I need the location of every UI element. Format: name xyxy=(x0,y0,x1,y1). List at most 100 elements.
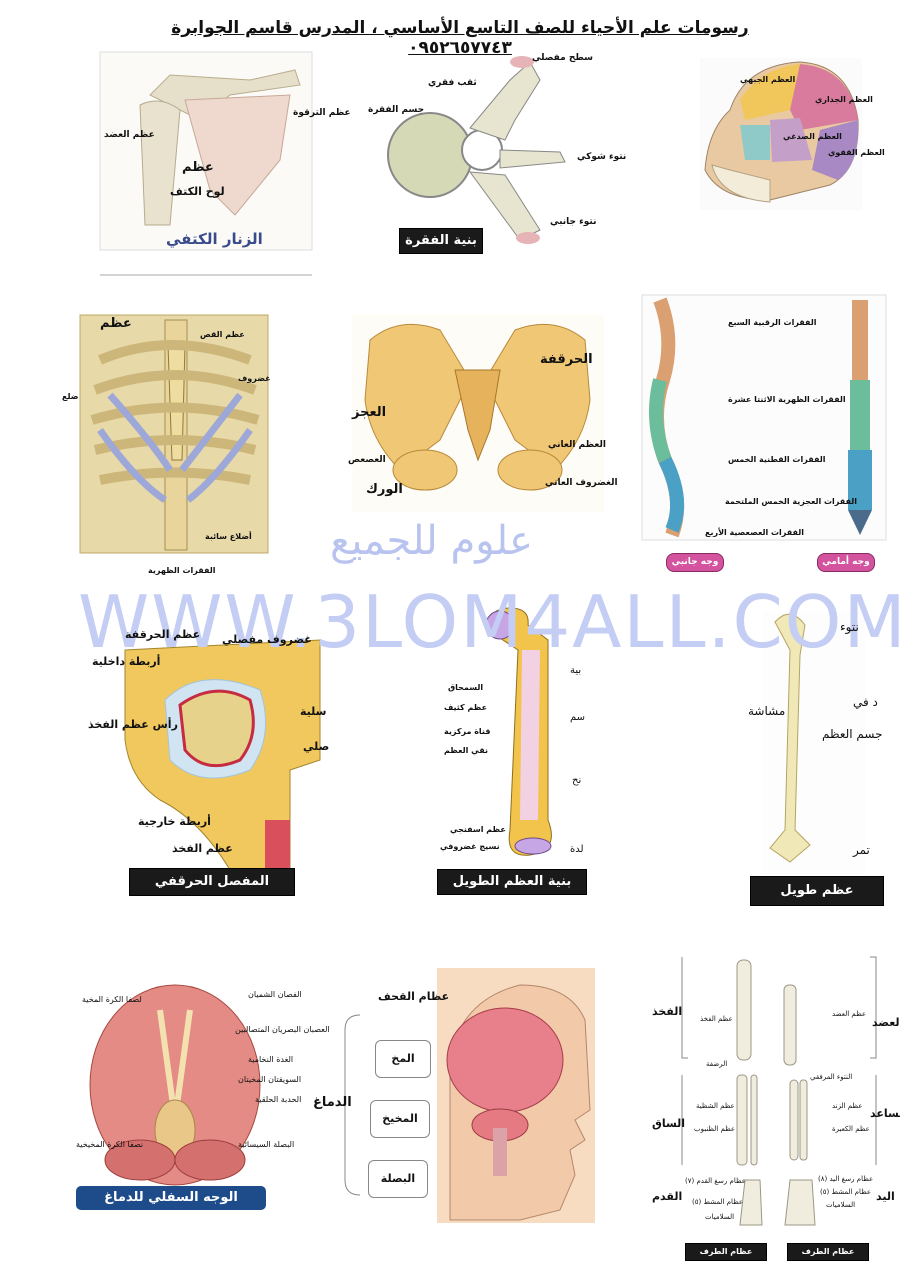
label-thoracic-vertebrae: الفقرات الظهرية xyxy=(148,566,216,575)
vertebra-spinous xyxy=(499,149,566,169)
vertebra-lower-process xyxy=(468,171,541,241)
label-cerebellar-hemispheres: نصفا الكرة المخيخية xyxy=(76,1140,144,1149)
label-epiphysis: مشاشة xyxy=(748,704,786,718)
label-spinous-process: نتوء شوكي xyxy=(577,152,627,162)
label-arm: العضد xyxy=(872,1016,900,1029)
long-bone-structure-caption: بنية العظم الطويل xyxy=(437,869,587,895)
label-transverse-process: نتوء جانبي xyxy=(550,217,597,227)
femur-small xyxy=(736,959,752,1061)
sl-radius: عظم الكعبرة xyxy=(832,1125,870,1133)
face-bones xyxy=(740,125,770,160)
label-femur-hip: عظم الفخذ xyxy=(172,842,233,855)
fragment-1: بية xyxy=(570,665,582,676)
foot-small xyxy=(739,1179,763,1226)
label-clavicle: عظم الترقوة xyxy=(293,108,351,118)
label-bone-body: جسم العظم xyxy=(822,727,883,741)
spine-front-view xyxy=(852,300,868,380)
label-vertebral-foramen: ثقب فقري xyxy=(428,78,477,88)
label-compact-bone: عظم كثيف xyxy=(444,703,488,712)
tibia-small xyxy=(736,1074,748,1166)
sl-femur: عظم الفخذ xyxy=(700,1015,733,1023)
label-process: نتوء xyxy=(840,620,859,634)
fragment-2: سم xyxy=(570,712,586,723)
label-cervical: الفقرات الرقبية السبع xyxy=(728,318,817,327)
fragment-3: نح xyxy=(572,775,582,786)
label-brain-group: الدماغ xyxy=(313,1095,352,1110)
fragment-left-2: تمر xyxy=(853,843,870,857)
sl-phalanges-hand: السلاميات xyxy=(826,1201,856,1209)
label-occipital: العظم القفوي xyxy=(828,148,885,157)
label-cerebral-peduncles: السويقتان المخيتان xyxy=(238,1075,302,1084)
fragment-4: لدة xyxy=(570,844,584,855)
sl-ulna: عظم الزند xyxy=(832,1102,863,1110)
caption-side-view: وجه جانبي xyxy=(666,553,724,572)
box-medulla: البصلة xyxy=(368,1160,428,1198)
femur-head xyxy=(178,689,255,768)
page-title: رسومات علم الأحياء للصف التاسع الأساسي ،… xyxy=(171,18,749,58)
label-pubic-cartilage: الغضروف العاني xyxy=(545,478,618,488)
label-bone-marrow: نقي العظم xyxy=(444,746,488,755)
label-ilium-hip: عظم الحرقفة xyxy=(125,628,201,641)
label-rib: ضلع xyxy=(62,392,79,401)
label-femur-head: رأس عظم الفخذ xyxy=(88,718,178,731)
label-fragment-2: صلي xyxy=(303,740,330,753)
fragment-left-1: د في xyxy=(853,695,878,709)
label-thorax-bone: عظم xyxy=(100,316,132,331)
label-articular-cartilage: غضروف مفصلي xyxy=(222,633,312,646)
label-cartilage-tissue: نسيج غضروفي xyxy=(440,842,500,851)
label-coccygeal: الفقرات العصعصية الأربع xyxy=(705,528,805,537)
label-thoracic: الفقرات الظهرية الاثنتا عشرة xyxy=(728,395,846,404)
sl-metatarsals: عظام المشط (٥) xyxy=(692,1198,744,1206)
label-lumbar: الفقرات القطنية الخمس xyxy=(728,455,826,464)
sl-fibula: عظم الشظية xyxy=(696,1102,735,1110)
label-medulla: البصلة السيسائية xyxy=(238,1140,295,1149)
sl-carpals: عظام رسغ اليد (٨) xyxy=(818,1175,874,1183)
bone-cartilage-top xyxy=(485,610,515,640)
femur-shape xyxy=(769,613,811,863)
label-central-canal: قناة مركزية xyxy=(444,727,491,736)
label-articular-surface: سطح مفصلي xyxy=(532,53,593,63)
caption-lower-limb: عظام الطرف السفلي xyxy=(685,1243,767,1272)
watermark-arabic: علوم للجميع xyxy=(330,518,533,564)
label-humerus: عظم العضد xyxy=(104,130,155,140)
label-cerebral-hemispheres: لصفا الكرة المخية xyxy=(82,995,142,1004)
occipital-bone xyxy=(812,120,859,180)
label-vertebral-body: جسم الفقرة xyxy=(368,105,425,115)
label-outer-ligaments: أربطة خارجية xyxy=(138,815,211,828)
sl-patella: الرضفة xyxy=(706,1060,728,1068)
label-pituitary: الغدة النخامية xyxy=(248,1055,294,1064)
box-cerebellum: المخيخ xyxy=(370,1100,430,1138)
vertebral-body xyxy=(387,112,473,198)
sacrum xyxy=(454,369,501,462)
label-parietal: العظم الجداري xyxy=(815,95,873,104)
label-sacrum: العجز xyxy=(352,405,387,420)
hip-joint-caption: المفصل الحرقفي الفخذي xyxy=(129,868,295,915)
sl-phalanges-foot: السلاميات xyxy=(705,1213,735,1221)
label-hip: الورك xyxy=(366,482,403,497)
label-inner-ligaments: أربطة داخلية xyxy=(92,655,161,668)
label-optic-chiasm: العصبان البصريان المتصالبين xyxy=(235,1025,330,1034)
label-foot: القدم xyxy=(652,1190,683,1203)
brain-bracket xyxy=(344,1014,361,1196)
hand-small xyxy=(784,1179,816,1226)
articular-surface-lower xyxy=(516,232,540,244)
shoulder-caption: الزنار الكتفي xyxy=(166,230,263,248)
sl-olecranon: النتوء المرفقي xyxy=(810,1073,853,1081)
box-cerebrum: المخ xyxy=(375,1040,431,1078)
label-scapula: لوح الكتف xyxy=(170,185,225,198)
vertebra-caption: بنية الفقرة xyxy=(399,228,483,254)
label-frontal: العظم الجبهي xyxy=(740,75,796,84)
marrow-cavity xyxy=(520,650,540,820)
humerus-shape xyxy=(139,100,181,226)
ulna-small xyxy=(789,1079,799,1161)
jaw-shape xyxy=(711,164,771,203)
label-spongy-bone: عظم اسفنجي xyxy=(450,825,506,834)
caption-front-view: وجه أمامي xyxy=(817,553,875,572)
label-bone: عظم xyxy=(182,160,214,175)
vertebra-upper-process xyxy=(469,61,541,141)
label-fragment-1: سلية xyxy=(300,705,327,718)
label-thigh: الفخذ xyxy=(652,1005,683,1018)
label-ilium: الحرقفة xyxy=(540,352,593,367)
sl-humerus: عظم العضد xyxy=(832,1010,867,1018)
